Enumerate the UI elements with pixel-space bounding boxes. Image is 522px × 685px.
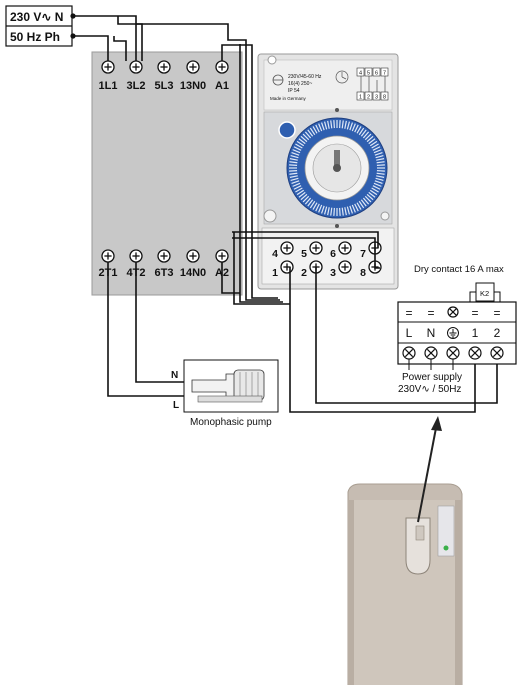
wire-8 <box>232 231 379 248</box>
wire-10 <box>233 232 290 305</box>
wire-7 <box>239 44 283 303</box>
wire-13 <box>107 262 184 397</box>
mini-top-num-6: 6 <box>375 71 378 77</box>
pump-live-label: L <box>173 400 179 411</box>
dry-terminal-label-1: N <box>427 326 436 340</box>
dry-terminal-label-0: L <box>406 326 413 340</box>
supply-neutral-label: 230 V∿ N <box>10 10 63 24</box>
dry-contact-block: Dry contact 16 A max K2 = = = = LN ⏚ 1 2 Power… <box>397 264 517 395</box>
dry-contact-title: Dry contact 16 A max <box>414 264 504 275</box>
contactor-label-13n0: 13N0 <box>180 80 206 92</box>
timer-terminal-6[interactable] <box>338 241 352 255</box>
contactor-label-4t2: 4T2 <box>127 267 146 279</box>
ground-icon: ⏚ <box>447 327 459 339</box>
contactor-label-6t3: 6T3 <box>155 267 174 279</box>
contactor-terminal-1l1[interactable] <box>101 60 115 74</box>
dry-terminal-label-4: 2 <box>494 326 501 340</box>
dry-terminal-screw-1[interactable] <box>424 346 438 360</box>
mini-bot-num-2: 2 <box>367 95 370 101</box>
contactor-terminal-a1[interactable] <box>215 60 229 74</box>
wire-9 <box>232 237 380 269</box>
mini-top-num-5: 5 <box>367 71 370 77</box>
timer-terminal-label-4: 4 <box>272 248 278 260</box>
timer-terminal-label-2: 2 <box>301 267 307 279</box>
wire-3 <box>113 36 127 61</box>
contactor-terminal-3l2[interactable] <box>129 60 143 74</box>
dry-terminal-screw-4[interactable] <box>490 346 504 360</box>
dry-terminal-screw-2[interactable] <box>446 346 460 360</box>
timer-terminal-label-7: 7 <box>360 248 366 260</box>
wire-4 <box>221 44 278 299</box>
contactor-label-3l2: 3L2 <box>127 80 146 92</box>
contactor-label-5l3: 5L3 <box>155 80 174 92</box>
timer-spec-3: IP 54 <box>288 88 300 94</box>
power-supply-label: Power supply <box>402 372 462 383</box>
pump-neutral-label: N <box>171 370 178 381</box>
supply-phase-label: 50 Hz Ph <box>10 30 60 44</box>
contactor-label-a2: A2 <box>215 267 229 279</box>
dry-top-symbol-0: = <box>405 306 412 320</box>
contactor-label-14n0: 14N0 <box>180 267 206 279</box>
wire-2 <box>117 16 143 61</box>
mini-bot-num-8: 8 <box>383 95 386 101</box>
power-supply-voltage: 230V∿ / 50Hz <box>398 384 461 395</box>
timer-terminal-1[interactable] <box>280 260 294 274</box>
contactor-terminal-5l3[interactable] <box>157 60 171 74</box>
wire-12 <box>315 267 498 404</box>
heat-pump-unit <box>347 483 463 685</box>
clock-icon <box>335 70 349 84</box>
mini-top-num-7: 7 <box>383 71 386 77</box>
supply-label-box: 230 V∿ N 50 Hz Ph <box>5 5 76 47</box>
contactor-terminal-13n0[interactable] <box>186 60 200 74</box>
dry-terminal-screw-0[interactable] <box>402 346 416 360</box>
dry-top-symbol-4: = <box>493 306 500 320</box>
contactor-terminal-4t2[interactable] <box>129 249 143 263</box>
dry-terminal-screw-3[interactable] <box>468 346 482 360</box>
relay-k2-label: K2 <box>480 289 489 298</box>
timer-spec-2: 16(4) 250~ <box>288 81 312 87</box>
contactor-label-1l1: 1L1 <box>99 80 118 92</box>
timer-terminal-label-1: 1 <box>272 267 278 279</box>
timer-spec-1: 230V/45-60 Hz <box>288 74 322 80</box>
monophasic-pump: N L Monophasic pump <box>171 359 279 428</box>
wire-5 <box>136 23 280 301</box>
timer-terminal-label-6: 6 <box>330 248 336 260</box>
heatpump-label-plate <box>437 505 455 557</box>
contactor-terminal-a2[interactable] <box>215 249 229 263</box>
wire-14 <box>135 262 184 383</box>
mini-top-num-4: 4 <box>359 71 362 77</box>
dry-top-symbol-2[interactable] <box>447 306 459 318</box>
timer-terminal-label-5: 5 <box>301 248 307 260</box>
wire-0 <box>73 15 137 61</box>
dry-top-symbol-3: = <box>471 306 478 320</box>
dry-terminal-label-3: 1 <box>472 326 479 340</box>
pump-caption: Monophasic pump <box>190 417 272 428</box>
wire-1 <box>73 35 109 61</box>
contactor-label-a1: A1 <box>215 80 229 92</box>
dry-top-symbol-1: = <box>427 306 434 320</box>
mini-bot-num-1: 1 <box>359 95 362 101</box>
contactor-terminals: 1L1 3L2 5L3 13N0 A1 2T1 4T2 6T3 14N0 A2 <box>99 60 229 279</box>
timer-terminal-label-8: 8 <box>360 267 366 279</box>
contactor-terminal-2t1[interactable] <box>101 249 115 263</box>
timer-terminal-5[interactable] <box>309 241 323 255</box>
contactor-terminal-14n0[interactable] <box>186 249 200 263</box>
timer-terminal-3[interactable] <box>338 260 352 274</box>
timer-spec-4: Made in Germany <box>270 96 307 101</box>
contactor-label-2t1: 2T1 <box>99 267 118 279</box>
timer-terminal-4[interactable] <box>280 241 294 255</box>
timer-switch-knob[interactable] <box>278 121 296 139</box>
timer-terminal-label-3: 3 <box>330 267 336 279</box>
wire-11 <box>289 267 476 413</box>
timer: 230V/45-60 Hz 16(4) 250~ IP 54 Made in G… <box>257 53 399 290</box>
mini-bot-num-3: 3 <box>375 95 378 101</box>
connection-arrow <box>417 416 442 523</box>
contactor-terminal-6t3[interactable] <box>157 249 171 263</box>
